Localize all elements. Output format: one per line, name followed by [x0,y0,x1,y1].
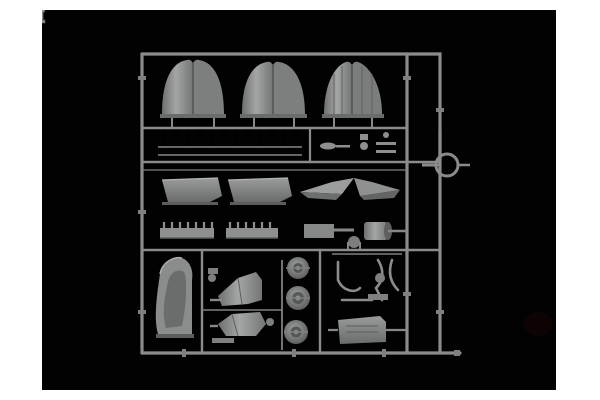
panel-part [227,177,292,205]
stud-part [232,130,240,148]
cowling-part [155,256,194,338]
comb-part [160,222,214,239]
stud-part [268,130,276,148]
fairing-part [240,61,307,118]
bracket-part [304,224,361,250]
fairing-part [322,61,384,118]
fuselage-part [210,312,274,343]
small-part-cluster [320,132,396,153]
stud-part [292,130,300,148]
wing-tip-part [300,178,354,200]
stud-part [160,130,168,148]
stud-part [208,130,216,148]
stud-part [280,130,288,148]
wing-tip-part [354,178,400,200]
stud-runner [158,146,302,156]
hatch-part [328,316,406,344]
sprue-ring [422,152,470,178]
frame-tabs [138,76,460,357]
sprue-photo [42,10,552,357]
stud-part [256,130,264,148]
panel-part [161,177,222,205]
stud-part [184,130,192,148]
stud-part [220,130,228,148]
comb-part [226,222,278,239]
wheel-gates [284,267,310,333]
stud-part [172,130,180,148]
small-stud-row [42,10,46,24]
fairing-part [160,59,226,118]
small-stud-row [160,130,300,148]
gear-part [332,253,402,300]
stud-part [244,130,252,148]
stud-part [196,130,204,148]
background-reflection [524,312,552,336]
photo-frame [42,10,556,390]
fairing-gates [171,118,373,128]
cylinder-part [364,222,406,240]
fuselage-part [208,268,262,306]
